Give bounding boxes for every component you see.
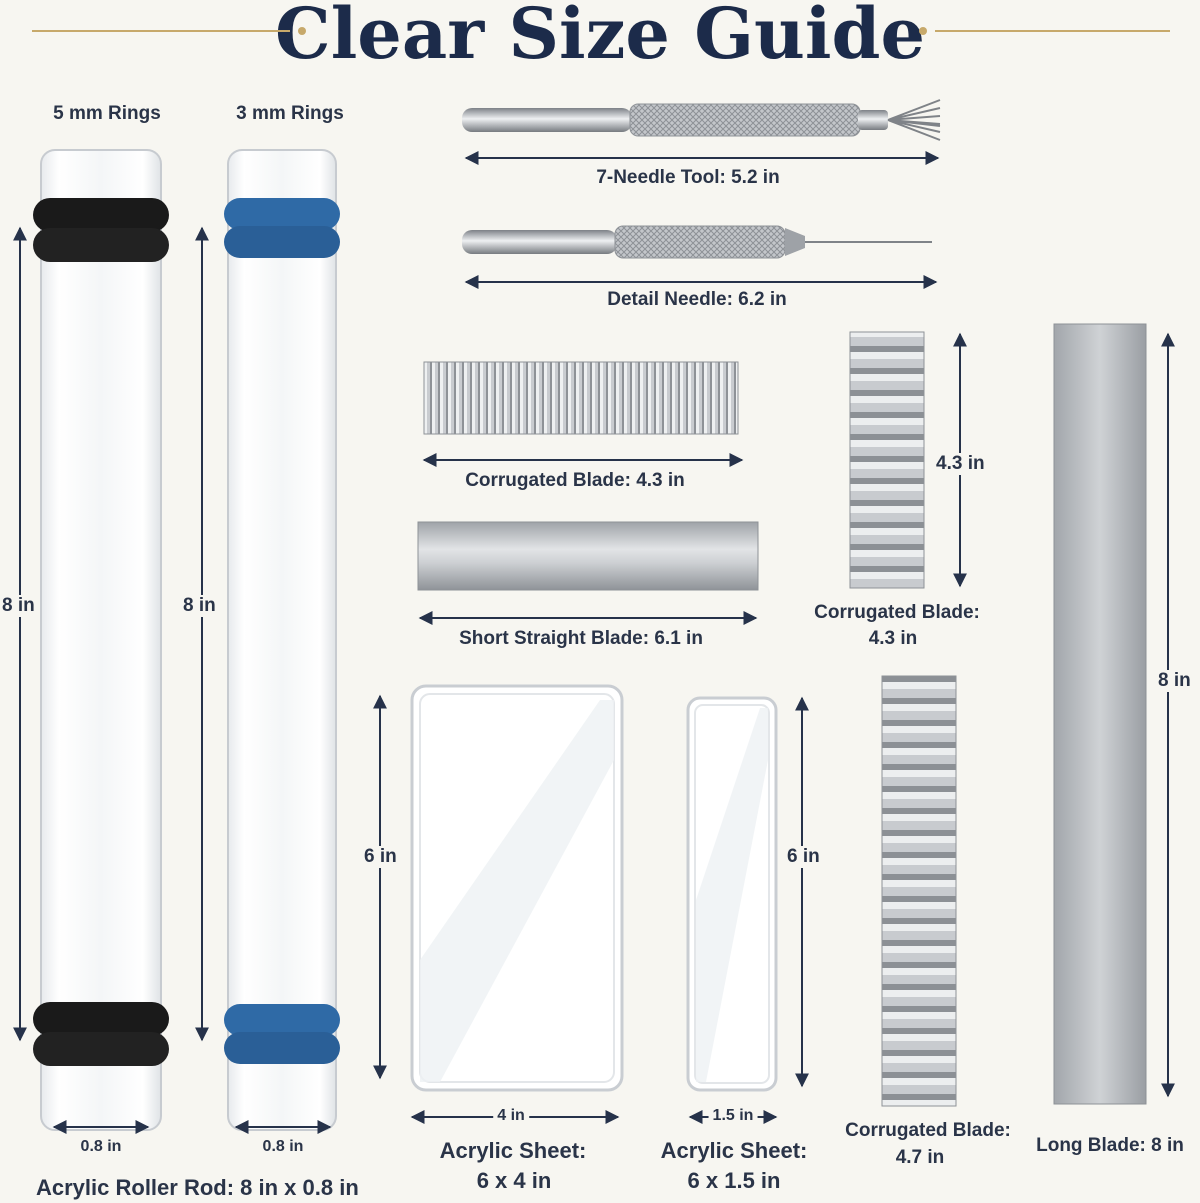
- roller-left-width-label: 0.8 in: [80, 1138, 122, 1155]
- roller-right-length-label: 8 in: [183, 595, 216, 617]
- ring-label-3mm: 3 mm Rings: [236, 103, 344, 124]
- short-straight-caption: Short Straight Blade: 6.1 in: [459, 628, 703, 649]
- detail-needle: [462, 225, 932, 259]
- acrylic-roller-right: [224, 149, 340, 1131]
- acrylic-sheet-large: [410, 684, 624, 1092]
- sheet-small-height-label: 6 in: [787, 846, 820, 868]
- sheet-big-height-label: 6 in: [364, 846, 397, 868]
- acrylic-sheet-small: [686, 696, 778, 1092]
- sheet-big-width-label: 4 in: [493, 1107, 529, 1125]
- sheet-big-caption-line2: 6 x 4 in: [476, 1168, 552, 1193]
- sheet-small-caption-line1: Acrylic Sheet:: [660, 1138, 808, 1163]
- sheet-small-width-label: 1.5 in: [708, 1107, 758, 1125]
- corrugated-long-caption-line1: Corrugated Blade:: [845, 1120, 1011, 1141]
- short-straight-blade: [417, 521, 759, 591]
- long-blade-dim: 8 in: [1158, 670, 1191, 692]
- sheet-small-caption-line2: 6 x 1.5 in: [687, 1168, 781, 1193]
- page-title: Clear Size Guide: [275, 0, 925, 75]
- title-dot-right: [919, 27, 927, 35]
- corrugated-v-caption-line2: 4.3 in: [868, 628, 918, 649]
- roller-right-width-label: 0.8 in: [262, 1138, 304, 1155]
- sheet-big-caption-line1: Acrylic Sheet:: [439, 1138, 587, 1163]
- corrugated-h-caption: Corrugated Blade: 4.3 in: [465, 470, 685, 491]
- detail-needle-caption: Detail Needle: 6.2 in: [607, 289, 787, 310]
- seven-needle-tool: [462, 99, 941, 141]
- corrugated-blade-vertical-short: [849, 331, 925, 589]
- needle7-caption: 7-Needle Tool: 5.2 in: [596, 167, 780, 188]
- long-blade: [1053, 323, 1147, 1105]
- ring-label-5mm: 5 mm Rings: [53, 103, 161, 124]
- corrugated-v-dim: 4.3 in: [936, 453, 985, 475]
- long-blade-caption: Long Blade: 8 in: [1036, 1135, 1184, 1156]
- corrugated-blade-vertical-long: [881, 675, 957, 1107]
- roller-left-length-label: 8 in: [2, 595, 35, 617]
- roller-caption: Acrylic Roller Rod: 8 in x 0.8 in: [36, 1175, 359, 1200]
- corrugated-v-caption-line1: Corrugated Blade:: [814, 602, 980, 623]
- title-dot-left: [298, 27, 306, 35]
- corrugated-blade-horizontal: [423, 361, 739, 435]
- acrylic-roller-left: [33, 149, 169, 1131]
- corrugated-long-caption-line2: 4.7 in: [895, 1147, 945, 1168]
